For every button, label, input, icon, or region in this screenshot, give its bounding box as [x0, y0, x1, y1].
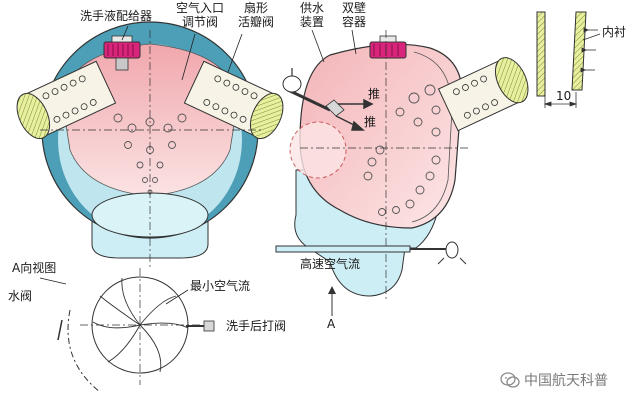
label-push-1: 推	[368, 87, 381, 101]
liner-detail	[536, 11, 601, 108]
left-front-view	[16, 21, 284, 270]
label-dimension: 10	[556, 89, 572, 103]
wechat-logo-icon	[500, 372, 520, 388]
right-side-view	[275, 29, 529, 316]
label-min-airflow: 最小空气流	[190, 279, 251, 293]
label-push-2: 推	[364, 115, 377, 129]
watermark-text: 中国航天科普	[524, 373, 608, 389]
watermark: 中国航天科普	[500, 370, 608, 390]
label-fan-valve: 扇形 活瓣阀	[238, 1, 275, 29]
label-water-valve: 水阀	[8, 289, 33, 303]
label-high-speed-airflow: 高速空气流	[300, 257, 361, 271]
label-soap-dispenser: 洗手液配给器	[80, 9, 153, 23]
label-air-inlet-valve: 空气入口 调节阀	[176, 1, 225, 29]
label-double-wall: 双壁 容器	[342, 1, 367, 29]
label-post-wash-valve: 洗手后打阀	[226, 319, 287, 333]
label-liner: 内衬	[602, 25, 627, 39]
label-water-supply: 供水 装置	[300, 1, 325, 29]
label-arrow-a: A	[327, 317, 336, 331]
label-view-a: A向视图	[12, 261, 57, 275]
view-a-detail	[39, 268, 215, 393]
